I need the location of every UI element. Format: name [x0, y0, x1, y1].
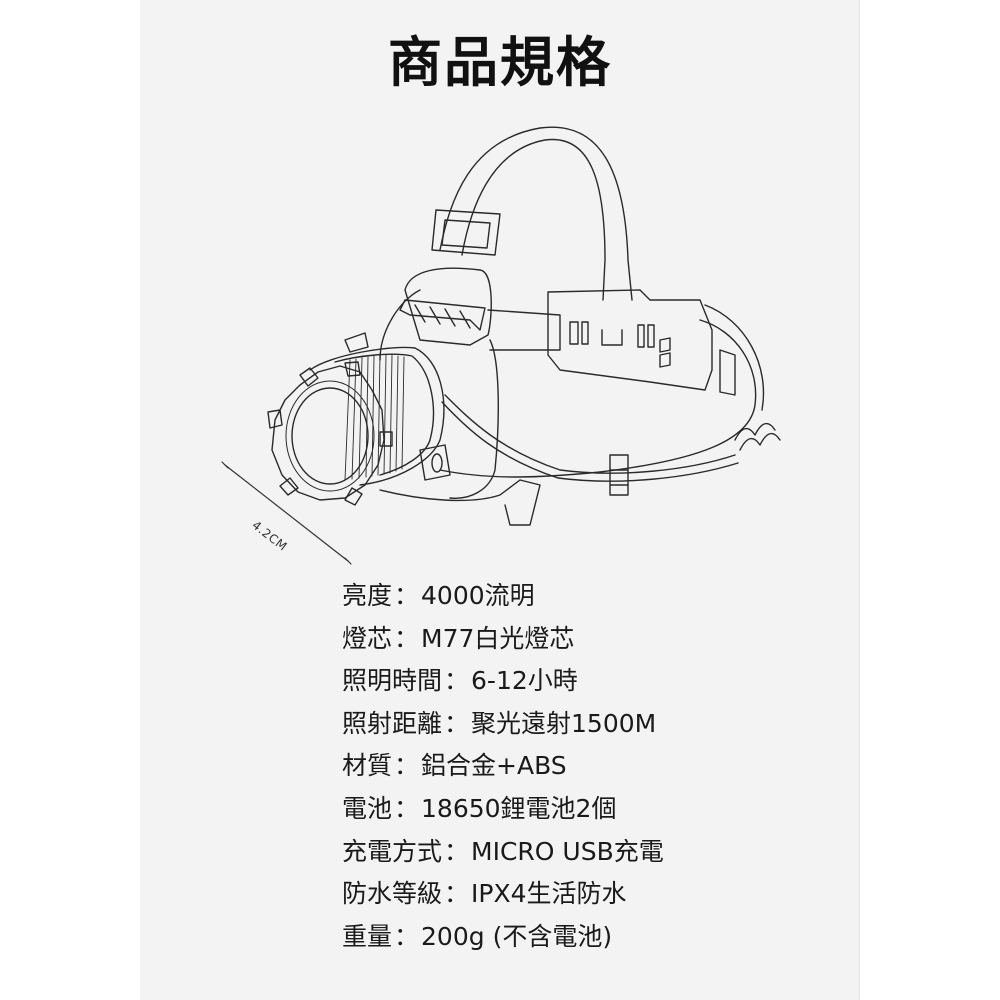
spec-material: 材質：鋁合金+ABS	[342, 745, 664, 788]
spec-waterproof: 防水等級：IPX4生活防水	[342, 873, 664, 916]
spec-weight: 重量：200g (不含電池)	[342, 916, 664, 959]
spec-led-chip: 燈芯：M77白光燈芯	[342, 618, 664, 661]
spec-brightness: 亮度：4000流明	[342, 575, 664, 618]
spec-beam-distance: 照射距離：聚光遠射1500M	[342, 703, 664, 746]
spec-runtime: 照明時間：6-12小時	[342, 660, 664, 703]
spec-label: 照明時間	[342, 666, 443, 696]
spec-value: 聚光遠射1500M	[471, 708, 657, 738]
spec-label: 重量	[342, 921, 393, 951]
spec-value: IPX4生活防水	[471, 879, 627, 909]
spec-label: 亮度	[342, 581, 393, 610]
spec-list: 亮度：4000流明 燈芯：M77白光燈芯 照明時間：6-12小時 照射距離：聚光…	[342, 575, 664, 958]
spec-value: 200g (不含電池)	[421, 921, 613, 951]
spec-separator: ：	[394, 581, 420, 610]
spec-label: 充電方式	[342, 836, 443, 866]
spec-value: MICRO USB充電	[471, 836, 664, 866]
spec-separator: ：	[394, 623, 420, 653]
spec-value: 4000流明	[421, 581, 535, 610]
headlamp-illustration	[221, 126, 781, 565]
spec-separator: ：	[394, 793, 420, 823]
spec-value: 18650鋰電池2個	[421, 793, 617, 823]
spec-separator: ：	[444, 879, 470, 909]
spec-separator: ：	[444, 836, 470, 866]
spec-value: M77白光燈芯	[421, 623, 575, 653]
spec-separator: ：	[444, 708, 470, 738]
page-title: 商品規格	[388, 31, 612, 94]
spec-value: 6-12小時	[471, 666, 578, 696]
spec-label: 材質	[342, 751, 393, 781]
spec-label: 電池	[342, 793, 393, 823]
spec-value: 鋁合金+ABS	[421, 751, 567, 781]
spec-charging: 充電方式：MICRO USB充電	[342, 831, 664, 874]
spec-separator: ：	[394, 921, 420, 951]
spec-label: 照射距離	[342, 708, 443, 738]
spec-label: 燈芯	[342, 623, 393, 653]
spec-battery: 電池：18650鋰電池2個	[342, 788, 664, 831]
content-panel	[140, 0, 860, 1000]
spec-separator: ：	[444, 666, 470, 696]
spec-separator: ：	[394, 751, 420, 781]
spec-label: 防水等級	[342, 879, 443, 909]
